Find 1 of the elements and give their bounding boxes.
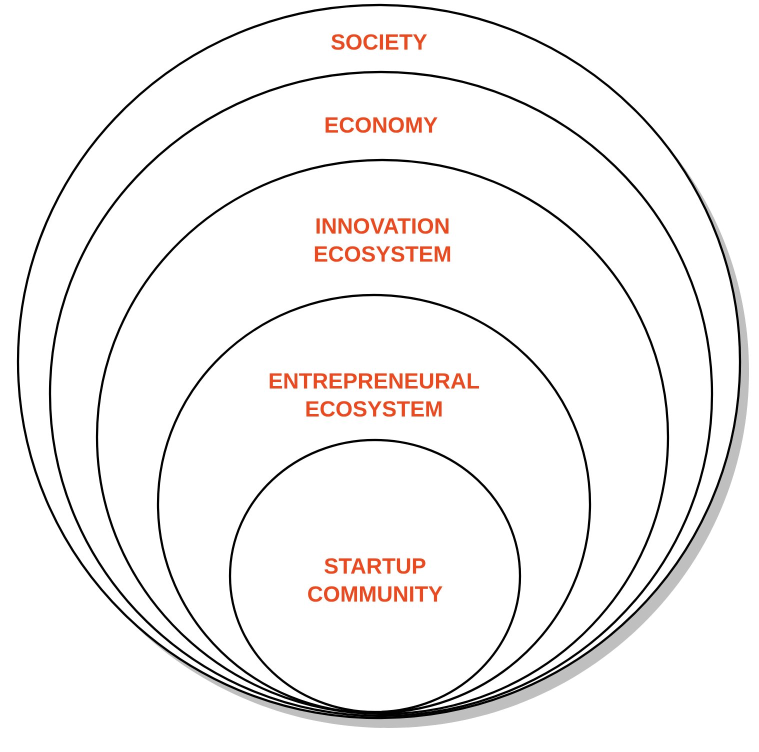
node-label: SOCIETY (331, 34, 427, 50)
